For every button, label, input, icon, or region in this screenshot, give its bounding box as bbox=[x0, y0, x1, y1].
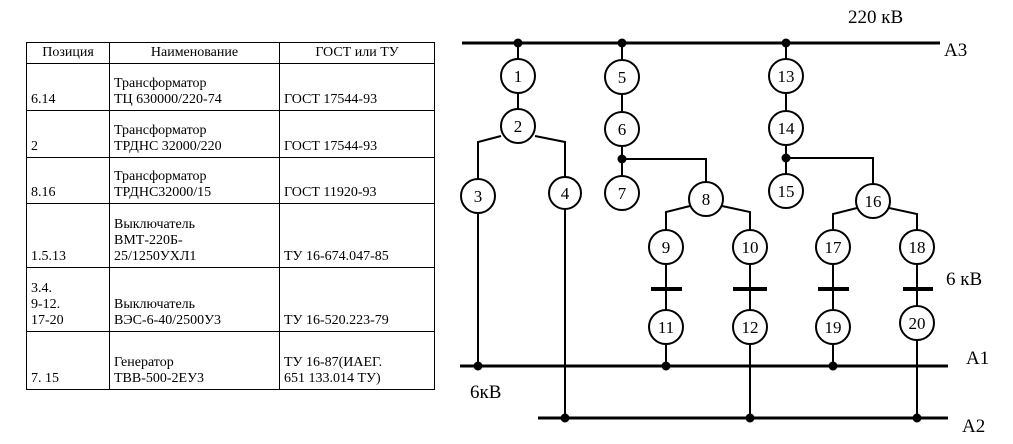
svg-text:16: 16 bbox=[865, 192, 882, 211]
junction-dot bbox=[745, 413, 755, 423]
svg-text:18: 18 bbox=[909, 238, 926, 257]
svg-text:3: 3 bbox=[474, 187, 483, 206]
node-2: 2 bbox=[500, 108, 536, 144]
node-6: 6 bbox=[604, 111, 640, 147]
svg-text:19: 19 bbox=[825, 318, 842, 337]
svg-text:1: 1 bbox=[514, 67, 523, 86]
cell-gost: ТУ 16-520.223-79 bbox=[279, 267, 435, 332]
svg-text:2: 2 bbox=[514, 117, 523, 136]
node-5: 5 bbox=[604, 59, 640, 95]
voltage-220-label: 220 кВ bbox=[848, 7, 903, 28]
node-17: 17 bbox=[815, 229, 851, 265]
node-19: 19 bbox=[815, 309, 851, 345]
svg-text:13: 13 bbox=[778, 67, 795, 86]
voltage-6kv-low-label: 6кВ bbox=[470, 382, 501, 403]
node-20: 20 bbox=[899, 305, 935, 341]
node-7: 7 bbox=[604, 175, 640, 211]
cell-gost: ТУ 16-87(ИАЕГ.651 133.014 ТУ) bbox=[279, 331, 435, 390]
svg-text:5: 5 bbox=[618, 68, 627, 87]
cell-position: 3.4.9-12.17-20 bbox=[26, 267, 110, 332]
node-4: 4 bbox=[548, 176, 582, 210]
node-13: 13 bbox=[768, 58, 804, 94]
node-3: 3 bbox=[460, 178, 496, 214]
node-18: 18 bbox=[899, 229, 935, 265]
svg-text:10: 10 bbox=[742, 238, 759, 257]
node-1: 1 bbox=[500, 58, 536, 94]
node-14: 14 bbox=[768, 110, 804, 146]
svg-text:20: 20 bbox=[909, 314, 926, 333]
node-15: 15 bbox=[768, 173, 804, 209]
junction-dot bbox=[828, 361, 838, 371]
svg-text:4: 4 bbox=[561, 184, 570, 203]
cell-gost: ТУ 16-674.047-85 bbox=[279, 203, 435, 268]
node-16: 16 bbox=[855, 183, 891, 219]
svg-text:9: 9 bbox=[662, 238, 671, 257]
bus-a1-label: А1 bbox=[966, 348, 989, 369]
cell-position: 7. 15 bbox=[26, 331, 110, 390]
node-12: 12 bbox=[732, 309, 768, 345]
svg-text:8: 8 bbox=[702, 190, 711, 209]
cell-position: 8.16 bbox=[26, 157, 110, 204]
cell-gost: ГОСТ 17544-93 bbox=[279, 63, 435, 111]
bus-a2-label: А2 bbox=[962, 416, 985, 437]
node-9: 9 bbox=[648, 229, 684, 265]
junction-dot bbox=[661, 361, 671, 371]
junction-dot bbox=[473, 361, 483, 371]
cell-gost: ГОСТ 11920-93 bbox=[279, 157, 435, 204]
bus-a3-label: А3 bbox=[944, 40, 967, 61]
voltage-6-label: 6 кВ bbox=[946, 269, 982, 290]
svg-text:6: 6 bbox=[618, 120, 627, 139]
specification-table: Позиция Наименование ГОСТ или ТУ 6.14 Тр… bbox=[26, 42, 435, 390]
svg-text:7: 7 bbox=[618, 184, 627, 203]
junction-dot bbox=[912, 413, 922, 423]
svg-text:11: 11 bbox=[658, 318, 674, 337]
node-8: 8 bbox=[688, 181, 724, 217]
cell-position: 2 bbox=[26, 110, 110, 158]
junction-dot bbox=[560, 413, 570, 423]
svg-text:17: 17 bbox=[825, 238, 843, 257]
svg-text:15: 15 bbox=[778, 182, 795, 201]
node-10: 10 bbox=[732, 229, 768, 265]
svg-text:14: 14 bbox=[778, 119, 796, 138]
node-11: 11 bbox=[648, 309, 684, 345]
svg-text:12: 12 bbox=[742, 318, 759, 337]
